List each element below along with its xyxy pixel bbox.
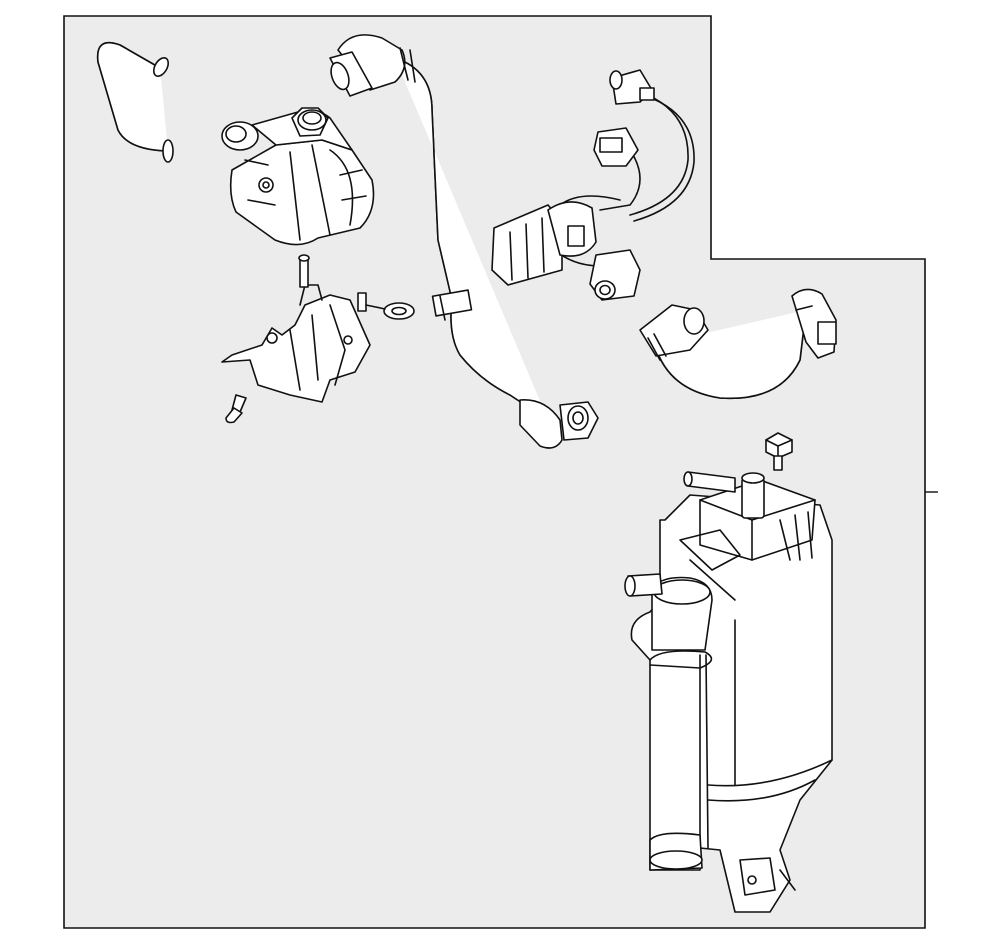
pump-bracket[interactable]: [221, 254, 415, 403]
charcoal-canister[interactable]: [624, 471, 833, 913]
curved-hose[interactable]: [96, 41, 174, 163]
vent-hose[interactable]: [639, 288, 837, 400]
canister-bolt[interactable]: [765, 432, 793, 471]
purge-hose[interactable]: [328, 34, 599, 449]
air-pump[interactable]: [221, 107, 375, 246]
wiring-harness[interactable]: [491, 69, 695, 301]
bracket-bolt[interactable]: [225, 394, 247, 424]
